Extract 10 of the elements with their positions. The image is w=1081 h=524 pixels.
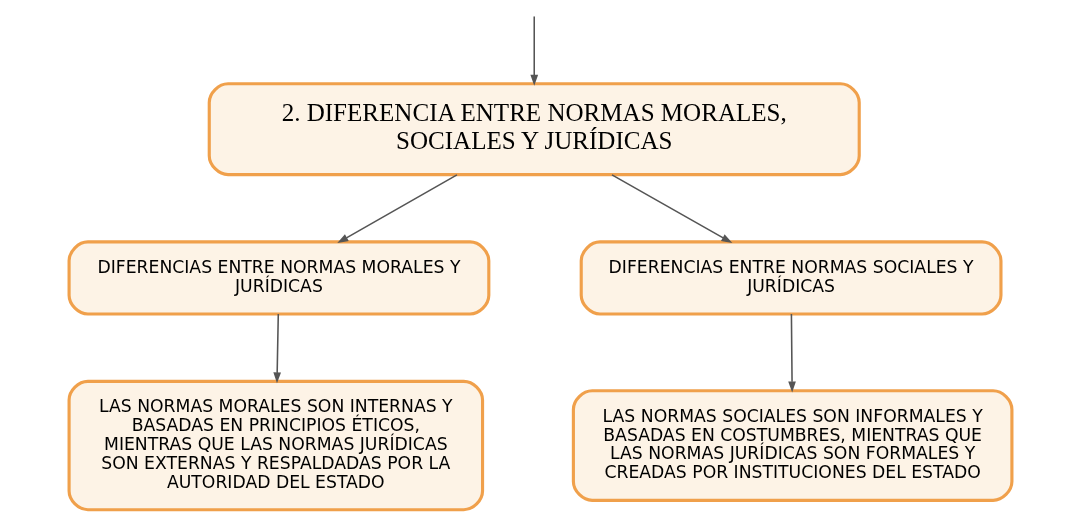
arrow (337, 173, 458, 243)
arrow (611, 173, 733, 243)
node-box: DIFERENCIAS ENTRE NORMAS MORALES Y JURÍDICAS (67, 239, 491, 316)
arrow (273, 312, 282, 383)
node-box: LAS NORMAS MORALES SON INTERNAS Y BASADAS EN PRINCIPIOS ÉTICOS, MIENTRAS QUE LAS NORMAS JURÍDICAS SON EXTERNAS Y RESPALDADAS POR LA AUTORIDAD DEL ESTADO (67, 379, 485, 511)
node-box: DIFERENCIAS ENTRE NORMAS SOCIALES Y JURÍDICAS (579, 239, 1003, 316)
node-box: LAS NORMAS SOCIALES SON INFORMALES Y BASADAS EN COSTUMBRES, MIENTRAS QUE LAS NORMAS JURÍDICAS SON FORMALES Y CREADAS POR INSTITUCIONES DEL ESTADO (571, 388, 1014, 502)
arrow (788, 312, 796, 392)
node-box: 2. DIFERENCIA ENTRE NORMAS MORALES, SOCIALES Y JURÍDICAS (207, 81, 861, 176)
arrow (530, 15, 539, 86)
